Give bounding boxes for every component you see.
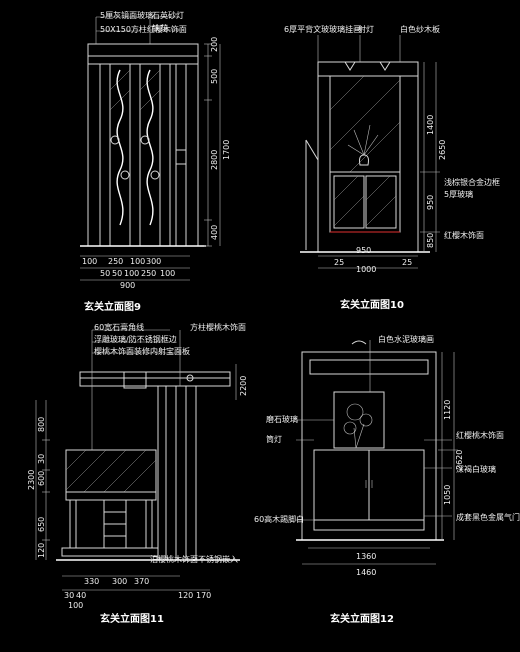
v10-label-spot: 射灯 — [358, 24, 374, 34]
v9-label-glass: 5厘灰镜面玻璃 — [100, 10, 153, 20]
v10-dim-bottom-4: 25 — [402, 258, 412, 267]
v11-dim-left-5: 120 — [37, 543, 46, 558]
v12-label-lamp: 成套黑色金属气门灯 — [456, 512, 520, 522]
v10-title: 玄关立面图10 — [340, 298, 404, 311]
v12-dim-bottom-2: 1460 — [356, 568, 376, 577]
v11-dim-bottom-c3: 100 — [68, 601, 83, 610]
v11-dim-bottom-c1: 30 — [64, 591, 74, 600]
v12-label-downlight: 筒灯 — [266, 434, 282, 444]
v11-dim-bottom-b1: 120 — [178, 591, 193, 600]
v12-label-cherry: 红樱桃木饰面 — [456, 430, 504, 440]
v12-dim-right-2: 2620 — [455, 450, 464, 470]
v9-dim-right-1: 200 — [210, 37, 219, 52]
elevation-view-10 — [300, 35, 440, 269]
v9-dim-bottom-b1: 50 — [100, 269, 110, 278]
v11-dim-left-3: 600 — [37, 471, 46, 486]
v9-dim-bottom-a2: 250 — [108, 257, 123, 266]
v9-dim-bottom-a4: 300 — [146, 257, 161, 266]
v12-dim-right-3: 1050 — [443, 485, 452, 505]
v11-label-steel-inlay: 泊樱桃木饰面不锈钢嵌入 — [150, 554, 238, 564]
v12-label-white-glass: 白色水泥玻璃画 — [378, 334, 434, 344]
v9-label-iron: 铁花 — [152, 23, 168, 33]
v10-dim-bottom-2: 25 — [334, 258, 344, 267]
v9-dim-total: 900 — [120, 281, 135, 290]
v9-dim-right-2: 500 — [210, 69, 219, 84]
v10-label-glass5: 5厚玻璃 — [444, 189, 473, 199]
v10-dim-right-4: 850 — [426, 233, 435, 248]
v9-dim-bottom-b4: 250 — [141, 269, 156, 278]
v9-dim-bottom-b3: 100 — [124, 269, 139, 278]
elevation-view-12 — [296, 340, 458, 565]
v11-title: 玄关立面图11 — [100, 612, 164, 625]
v10-dim-bottom-3: 1000 — [356, 265, 376, 274]
v11-dim-bottom-b2: 170 — [196, 591, 211, 600]
v10-label-veneer: 红樱木饰面 — [444, 230, 484, 240]
v9-dim-bottom-b2: 50 — [112, 269, 122, 278]
v10-label-board: 白色纱木板 — [400, 24, 440, 34]
v11-dim-bottom-c2: 40 — [76, 591, 86, 600]
v10-label-glass-art: 6厚平背文玻玻璃挂画 — [284, 24, 361, 34]
v9-dim-bottom-a1: 100 — [82, 257, 97, 266]
v9-dim-bottom-b5: 100 — [160, 269, 175, 278]
v11-dim-left-1: 800 — [37, 417, 46, 432]
elevation-view-11 — [35, 329, 240, 591]
v9-label-quartz: 石英砂灯 — [152, 10, 184, 20]
v10-dim-right-1: 1400 — [426, 115, 435, 135]
v12-title: 玄关立面图12 — [330, 612, 394, 625]
v12-label-frosted: 磨石玻璃 — [266, 414, 298, 424]
v11-dim-left-4: 650 — [37, 517, 46, 532]
v9-dim-right-3: 2800 — [210, 150, 219, 170]
elevation-view-9 — [80, 16, 221, 281]
v12-dim-bottom-1: 1360 — [356, 552, 376, 561]
v12-dim-right-1: 1120 — [443, 400, 452, 420]
v9-label-column: 50X150方柱红樱木饰面 — [100, 24, 187, 34]
v10-dim-right-3: 950 — [426, 195, 435, 210]
v11-dim-left-2: 2300 — [27, 470, 36, 490]
v11-label-relief-glass: 浮雕玻璃/防不锈钢框边 — [94, 334, 177, 344]
v11-label-cherry-panel: 樱桃木饰面装修内射宝面板 — [94, 346, 190, 356]
v10-dim-right-2: 2650 — [438, 140, 447, 160]
v11-dim-bottom-a1: 330 — [84, 577, 99, 586]
v11-label-column-veneer: 方柱樱桃木饰面 — [190, 322, 246, 332]
v9-title: 玄关立面图9 — [84, 300, 141, 313]
v9-dim-right-5: 400 — [210, 225, 219, 240]
v11-label-cornice: 60宽石膏角线 — [94, 322, 144, 332]
v9-dim-bottom-a3: 100 — [130, 257, 145, 266]
v11-dim-left-mid: 30 — [37, 454, 46, 464]
v10-dim-bottom-1: 950 — [356, 246, 371, 255]
v11-dim-right: 2200 — [239, 376, 248, 396]
v9-dim-right-4: 1700 — [222, 140, 231, 160]
v12-label-dark-glass: 深褐白玻璃 — [456, 464, 496, 474]
v11-dim-bottom-a2: 300 — [112, 577, 127, 586]
v11-dim-bottom-a3: 370 — [134, 577, 149, 586]
v12-label-skirting: 60高木踢脚白 — [254, 514, 304, 524]
v10-label-frame: 浅棕银合金边框 — [444, 177, 500, 187]
